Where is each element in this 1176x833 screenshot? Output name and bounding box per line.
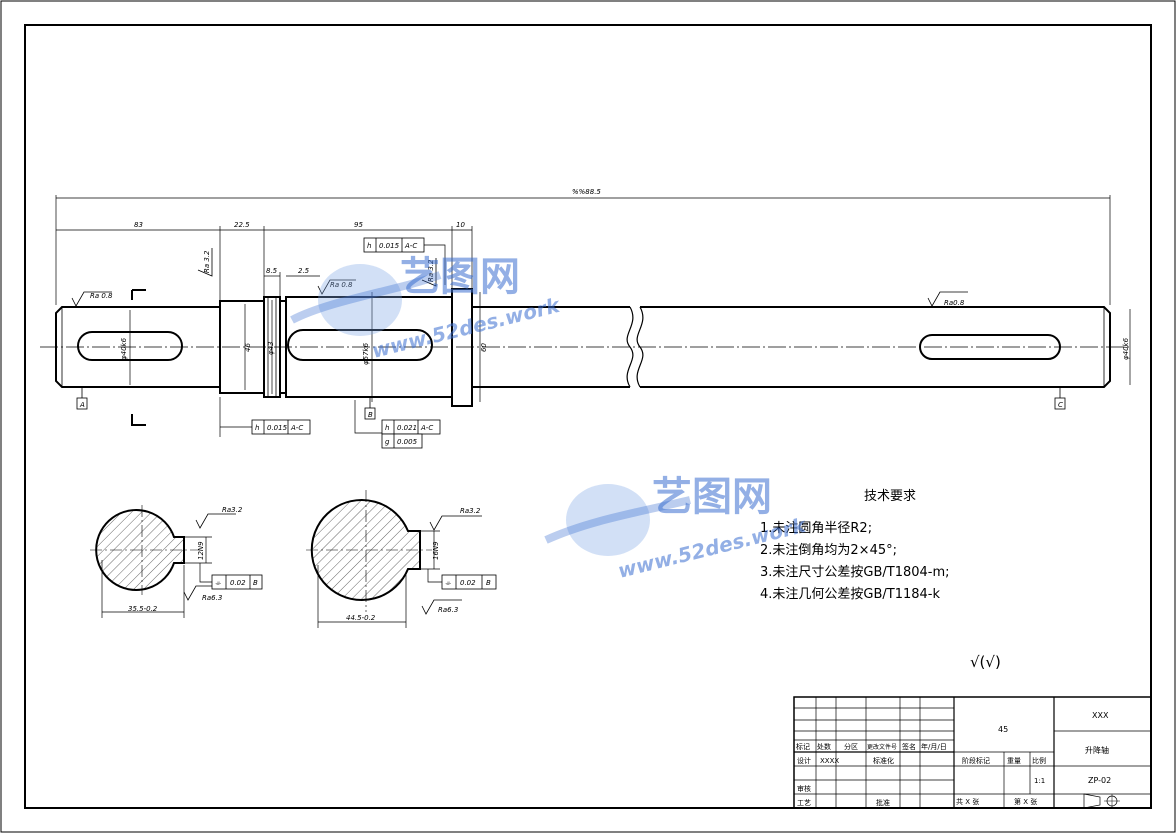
tb-h-count: 处数: [817, 742, 831, 751]
datum-c: C: [1058, 401, 1063, 409]
ra-shoulder: Ra 3.2: [427, 259, 435, 282]
watermark-brand-2: 艺图网: [652, 474, 772, 520]
gdt-bm1-sym: h: [385, 424, 389, 432]
roughness-symbols: [71, 248, 968, 307]
sec1-ra-bottom: Ra6.3: [202, 594, 222, 602]
section-view-2: [306, 490, 497, 628]
dimension-lines: [55, 195, 1111, 437]
shaft-main-view: [40, 288, 1131, 407]
tb-stage: 阶段标记: [962, 756, 990, 765]
roughness-note: √(√): [970, 653, 1001, 671]
tb-approve: 批准: [876, 798, 890, 807]
requirement-2: 2.未注倒角均为2×45°;: [760, 543, 897, 558]
title-block: [793, 696, 1152, 809]
sec2-gdt-datum: B: [486, 579, 491, 587]
requirement-3: 3.未注尺寸公差按GB/T1804-m;: [760, 565, 950, 580]
section-view-1: [90, 505, 263, 618]
sec2-ra-bottom: Ra6.3: [438, 606, 458, 614]
tb-h-zone: 分区: [844, 742, 858, 751]
gdt-bm2-sym: g: [385, 438, 390, 446]
watermark-brand-1: 艺图网: [400, 254, 520, 300]
tb-designer: XXXX: [820, 757, 839, 765]
sec1-gdt-sym: ⌯: [215, 579, 221, 587]
dim-groove-width: 8.5: [266, 267, 278, 275]
tb-weight: 重量: [1007, 757, 1021, 765]
sec1-ra-top: Ra3.2: [222, 506, 243, 514]
sec2-gdt-sym: ⌯: [445, 579, 451, 587]
tb-process: 工艺: [797, 799, 811, 807]
gdt-bl-val: 0.015: [267, 424, 288, 432]
tb-drawing-no: ZP-02: [1088, 776, 1111, 785]
datum-a: A: [79, 401, 85, 409]
tb-check: 审核: [797, 784, 811, 793]
dim-groove-depth: 2.5: [298, 267, 310, 275]
gdt-bl-sym: h: [255, 424, 259, 432]
tb-material: 45: [998, 725, 1008, 734]
tb-h-sign: 签名: [902, 742, 916, 751]
gdt-bm1-datum: A-C: [420, 424, 433, 432]
ra-left: Ra 0.8: [90, 292, 113, 300]
dim-seg3: 95: [354, 221, 363, 229]
dim-overall: %%88.5: [572, 188, 601, 196]
tb-sheets-total: 共 X 张: [956, 797, 979, 806]
gdt-bm2-val: 0.005: [397, 438, 418, 446]
requirement-4: 4.未注几何公差按GB/T1184-k: [760, 586, 940, 602]
dim-d-shoulder: 60: [480, 343, 488, 352]
tb-design: 设计: [797, 756, 811, 765]
dim-seg1: 83: [134, 221, 143, 229]
sec2-key: 16N9: [432, 541, 440, 560]
gdt-top-datum: A-C: [404, 242, 417, 250]
tb-part-name: 升降轴: [1085, 745, 1109, 755]
drawing-frame: [24, 24, 1152, 809]
gdt-frames: [251, 237, 441, 449]
datum-markers: [76, 387, 1066, 420]
tb-scale: 1:1: [1034, 777, 1045, 785]
tb-h-date: 年/月/日: [921, 742, 947, 751]
tb-standardize: 标准化: [873, 756, 894, 765]
dim-d-left: φ40k6: [120, 337, 128, 360]
datum-b: B: [368, 411, 373, 419]
dim-d-collar: 46: [244, 343, 252, 352]
ra-right: Ra0.8: [944, 299, 965, 307]
dim-seg4: 10: [456, 221, 465, 229]
sec1-key: 12N9: [197, 541, 205, 560]
dim-d-right: φ40k6: [1122, 337, 1130, 360]
gdt-top-sym: h: [367, 242, 371, 250]
sec1-gdt-val: 0.02: [230, 579, 246, 587]
tb-sheet-no: 第 X 张: [1014, 797, 1037, 806]
section-cut-marks: [131, 289, 146, 426]
gdt-bl-datum: A-C: [290, 424, 303, 432]
ra-gear: Ra 0.8: [330, 281, 353, 289]
sec2-ra-top: Ra3.2: [460, 507, 481, 515]
sec1-gdt-datum: B: [253, 579, 258, 587]
gdt-bm1-val: 0.021: [397, 424, 417, 432]
watermark-logo-1: 艺图网 www.52des.work: [290, 254, 563, 363]
sec1-width: 35.5-0.2: [128, 605, 158, 613]
requirement-1: 1.未注圆角半径R2;: [760, 521, 872, 536]
tb-ratio: 比例: [1032, 756, 1046, 765]
dim-d-gear: φ57k6: [362, 342, 370, 365]
requirements-title: 技术要求: [864, 489, 916, 504]
tb-h-docno: 更改文件号: [867, 743, 897, 751]
tb-h-mark: 标记: [796, 742, 810, 751]
sec2-width: 44.5-0.2: [346, 614, 376, 622]
sec2-gdt-val: 0.02: [460, 579, 476, 587]
dim-seg2: 22.5: [234, 221, 250, 229]
dim-d-groove: φ43: [267, 341, 275, 355]
ra-mid-top: Ra 3.2: [203, 250, 211, 273]
gdt-top-val: 0.015: [379, 242, 400, 250]
tb-company: XXX: [1092, 711, 1109, 720]
